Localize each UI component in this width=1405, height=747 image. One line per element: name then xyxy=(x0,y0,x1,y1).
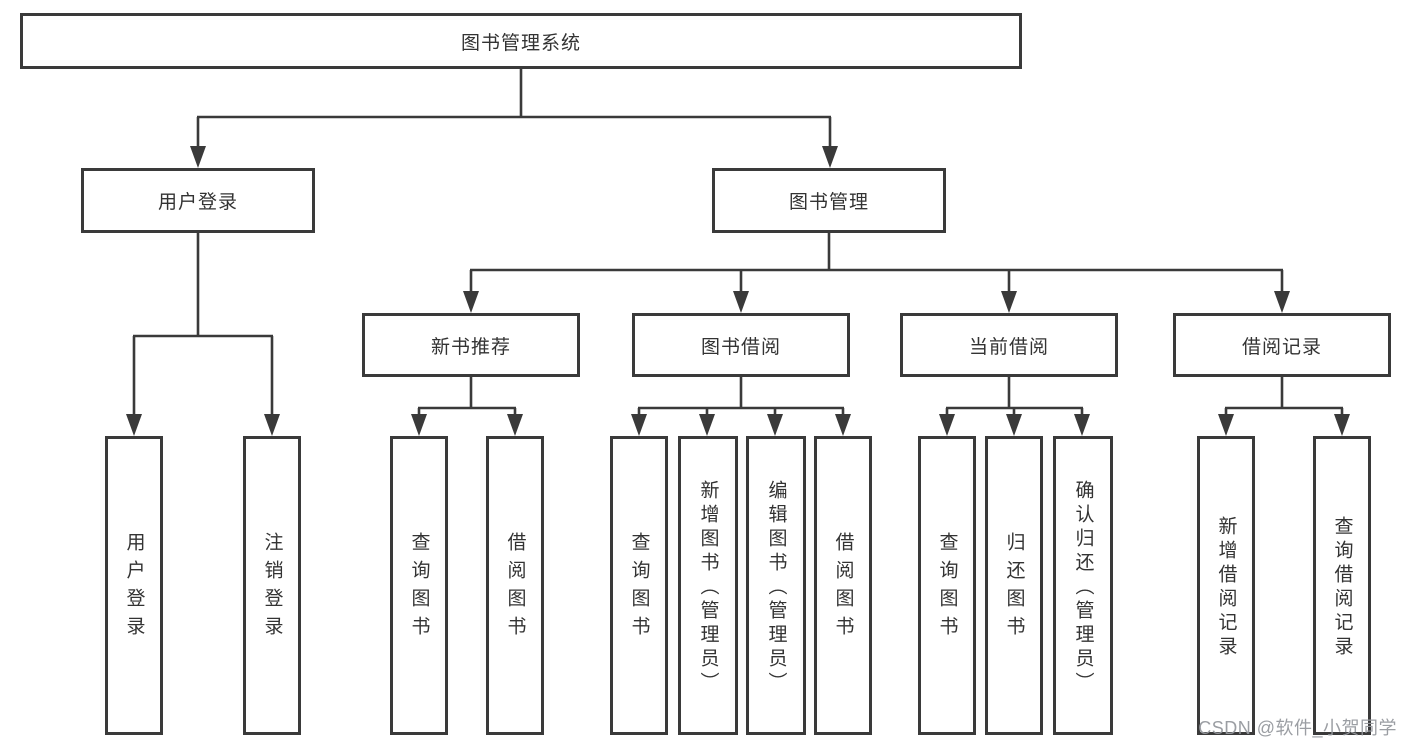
node-leaf-confirm-return-admin: 确认归还（管理员） xyxy=(1053,436,1113,735)
node-leaf-query-books-current-label: 查询图书 xyxy=(936,531,958,644)
node-leaf-add-books-admin-label: 新增图书（管理员） xyxy=(697,479,719,696)
node-user-login: 用户登录 xyxy=(81,168,315,233)
node-leaf-add-borrow-record: 新增借阅记录 xyxy=(1197,436,1255,735)
node-leaf-user-login-label: 用户登录 xyxy=(123,531,145,644)
node-new-book-recommend: 新书推荐 xyxy=(362,313,580,377)
node-leaf-borrow-books-recommend-label: 借阅图书 xyxy=(504,531,526,644)
node-leaf-borrow-books-recommend: 借阅图书 xyxy=(486,436,544,735)
node-new-book-recommend-label: 新书推荐 xyxy=(430,336,511,358)
node-leaf-edit-books-admin-label: 编辑图书（管理员） xyxy=(765,479,787,696)
node-borrow-records: 借阅记录 xyxy=(1173,313,1391,377)
node-leaf-query-books-recommend-label: 查询图书 xyxy=(408,531,430,644)
node-library-system-label: 图书管理系统 xyxy=(460,32,581,54)
node-leaf-edit-books-admin: 编辑图书（管理员） xyxy=(746,436,806,735)
node-leaf-borrow-books: 借阅图书 xyxy=(814,436,872,735)
node-leaf-add-borrow-record-label: 新增借阅记录 xyxy=(1215,515,1237,660)
node-leaf-query-borrow-record: 查询借阅记录 xyxy=(1313,436,1371,735)
node-borrow-records-label: 借阅记录 xyxy=(1241,336,1322,358)
node-book-management-label: 图书管理 xyxy=(788,192,869,213)
node-leaf-logout: 注销登录 xyxy=(243,436,301,735)
node-library-system: 图书管理系统 xyxy=(20,13,1022,69)
node-leaf-add-books-admin: 新增图书（管理员） xyxy=(678,436,738,735)
node-leaf-query-books-current: 查询图书 xyxy=(918,436,976,735)
node-leaf-borrow-books-label: 借阅图书 xyxy=(832,531,854,644)
node-book-borrowing-label: 图书借阅 xyxy=(700,336,781,358)
node-book-borrowing: 图书借阅 xyxy=(632,313,850,377)
node-leaf-user-login: 用户登录 xyxy=(105,436,163,735)
node-current-borrowing-label: 当前借阅 xyxy=(968,336,1049,358)
node-current-borrowing: 当前借阅 xyxy=(900,313,1118,377)
node-leaf-return-books: 归还图书 xyxy=(985,436,1043,735)
node-leaf-query-books-borrowing-label: 查询图书 xyxy=(628,531,650,644)
node-leaf-query-books-recommend: 查询图书 xyxy=(390,436,448,735)
node-book-management: 图书管理 xyxy=(712,168,946,233)
watermark: CSDN @软件_小贺同学 xyxy=(1198,718,1397,738)
node-leaf-logout-label: 注销登录 xyxy=(261,531,283,644)
node-leaf-confirm-return-admin-label: 确认归还（管理员） xyxy=(1072,479,1094,696)
node-leaf-query-borrow-record-label: 查询借阅记录 xyxy=(1331,515,1353,660)
node-leaf-query-books-borrowing: 查询图书 xyxy=(610,436,668,735)
node-user-login-label: 用户登录 xyxy=(157,192,238,213)
node-leaf-return-books-label: 归还图书 xyxy=(1003,531,1025,644)
